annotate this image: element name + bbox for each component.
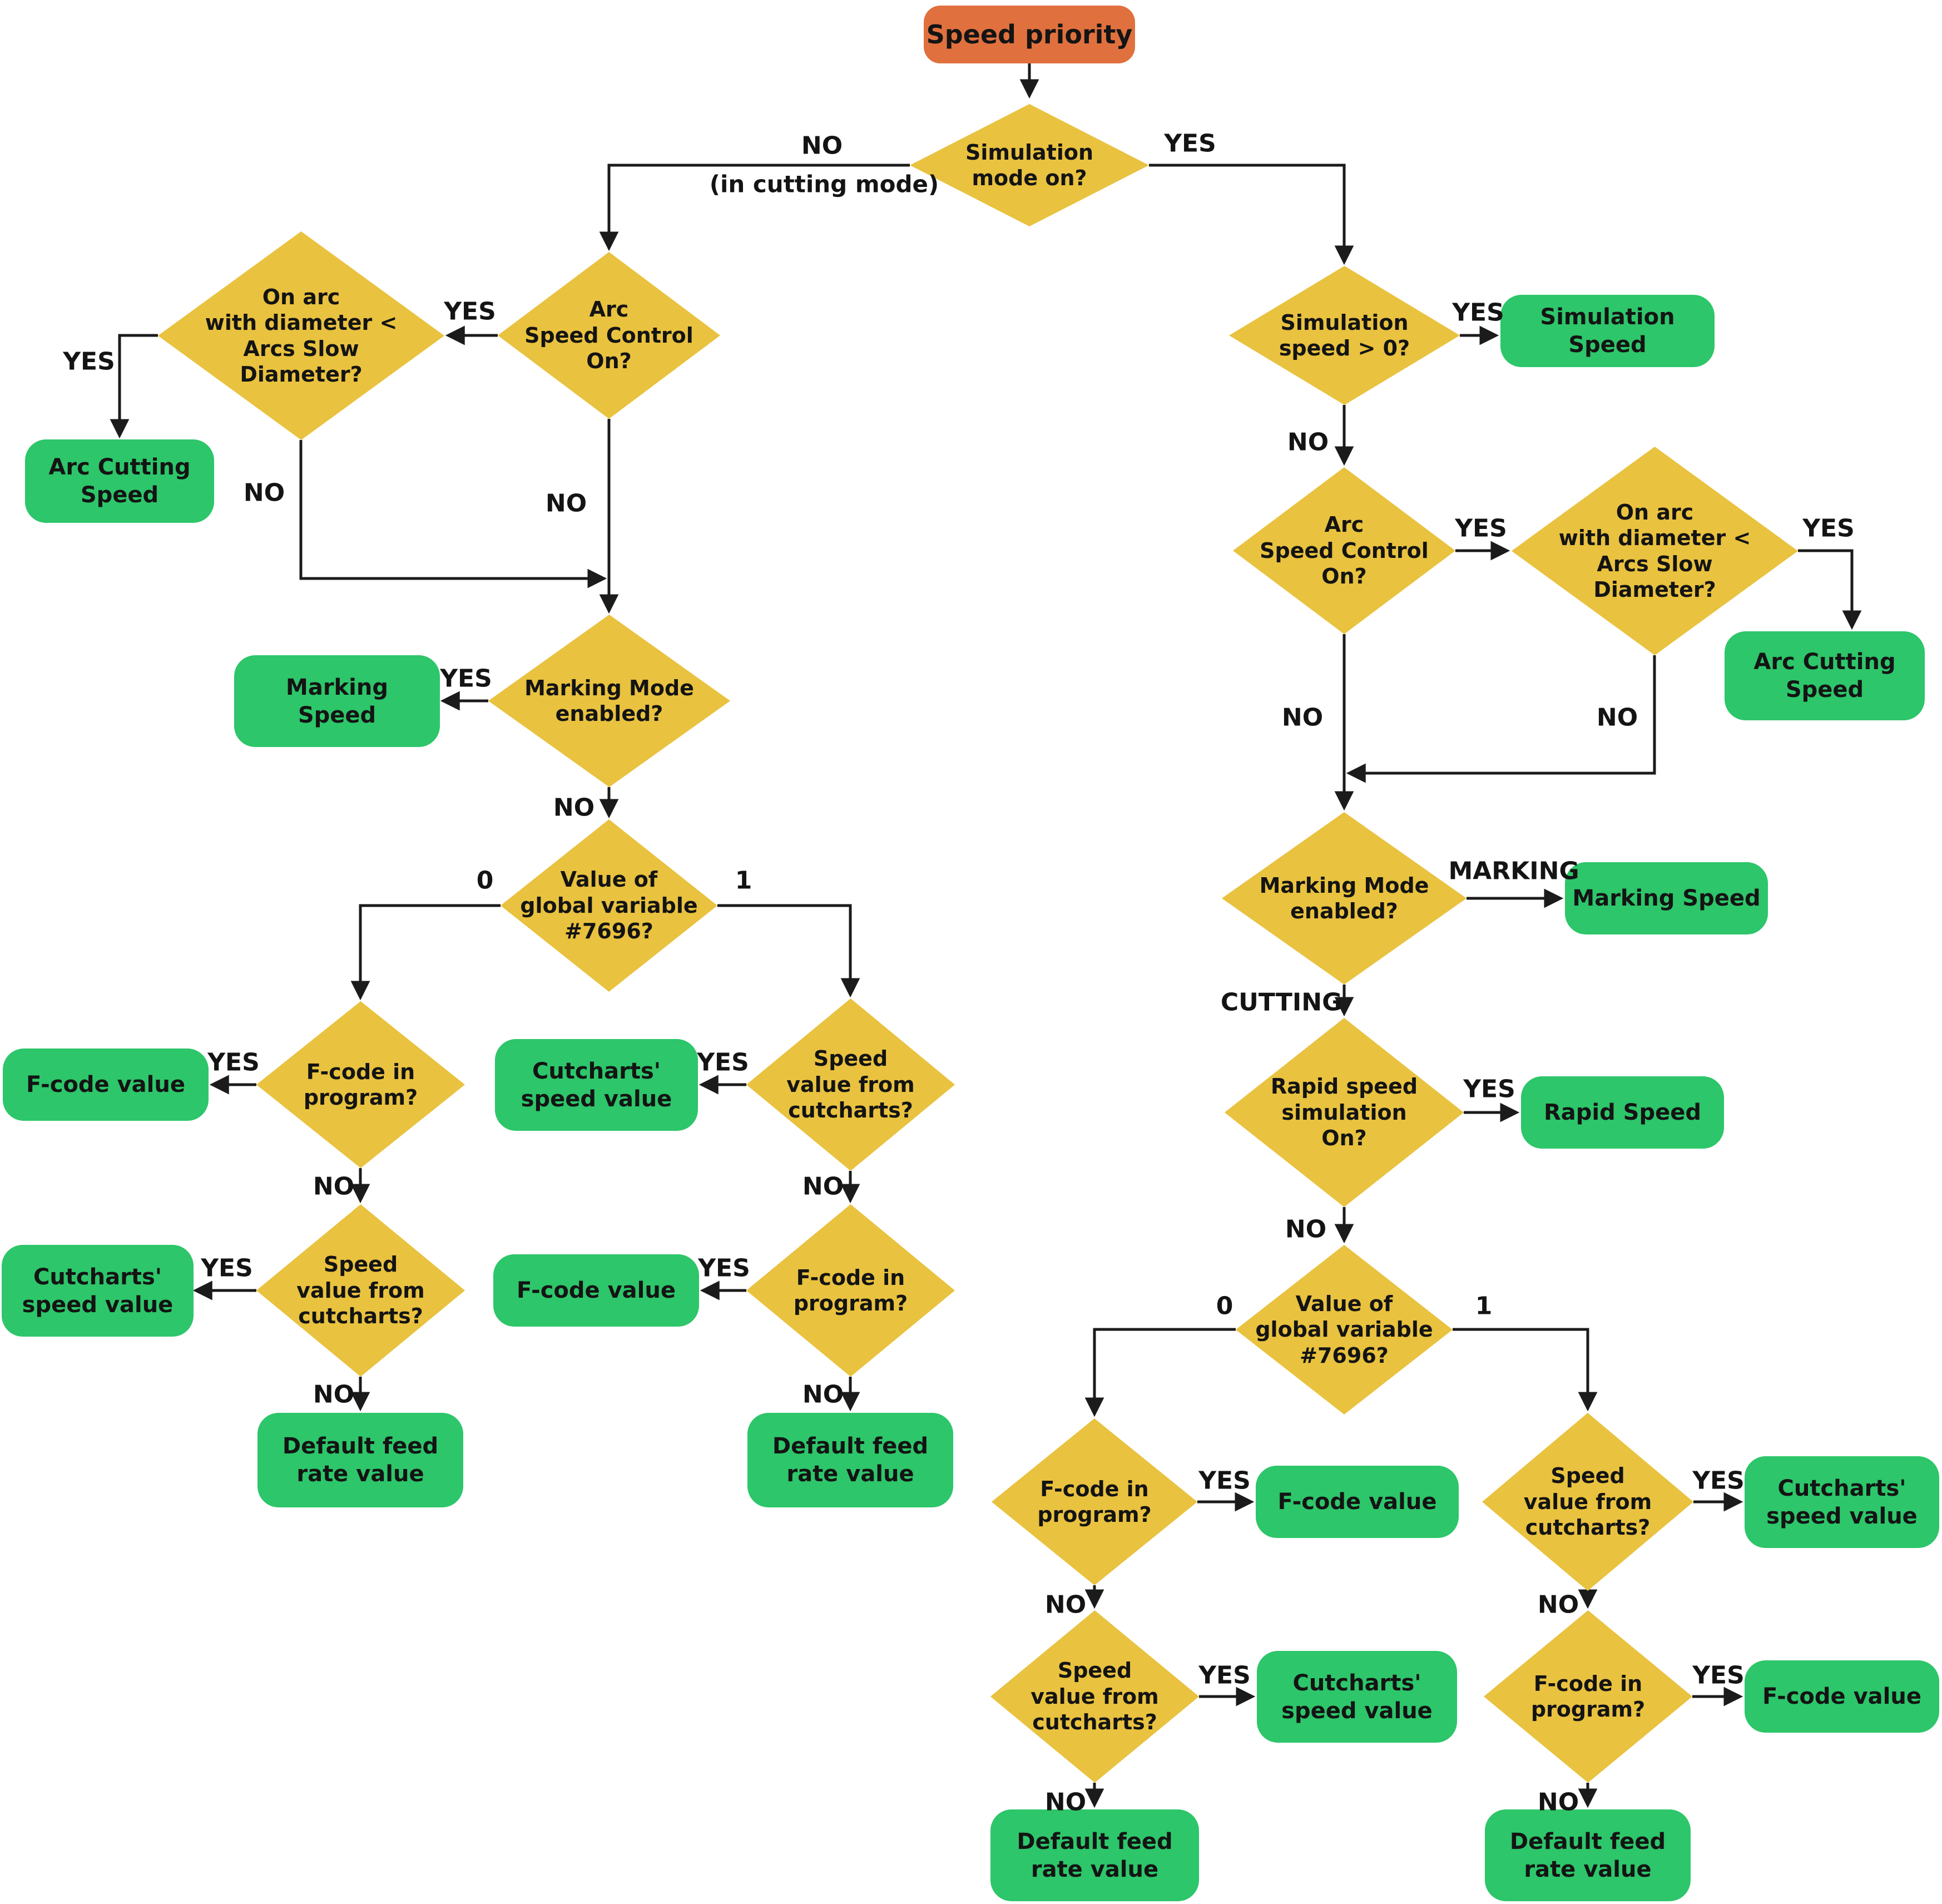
- edge-onarc-right-no-merge: [1346, 655, 1656, 783]
- result-rapid-speed: Rapid Speed: [1521, 1076, 1724, 1149]
- edge-label-no-sccl0: NO: [313, 1380, 355, 1409]
- edge-label-no-marking-left: NO: [553, 793, 595, 822]
- edge-label-yes-main: YES: [1164, 129, 1216, 158]
- edge-label-yes-arcsc-right: YES: [1455, 514, 1507, 543]
- edge-label-yes-simspeed: YES: [1452, 298, 1504, 327]
- result-default-feed-rate-r0: Default feed rate value: [990, 1809, 1199, 1901]
- edge-label-yes-onarc-left: YES: [63, 347, 115, 376]
- result-marking-speed-right: Marking Speed: [1565, 862, 1768, 934]
- start-label: Speed priority: [926, 19, 1133, 50]
- result-default-feed-rate-l0: Default feed rate value: [257, 1413, 463, 1507]
- edge-onarc-right-yes: [1798, 549, 1862, 630]
- edge-label-no-arcsc-right: NO: [1281, 703, 1324, 732]
- edge-label-no-fr1: NO: [1537, 1788, 1579, 1817]
- edge-onarc-left-yes: [110, 334, 158, 439]
- edge-label-marking: MARKING: [1448, 857, 1579, 886]
- edge-onarc-left-no-merge: [299, 440, 607, 588]
- edge-sim-no: [599, 164, 910, 251]
- edge-label-zero-right: 0: [1216, 1292, 1233, 1321]
- edge-valglob-left-0: [350, 904, 501, 1001]
- result-fcode-value-l0: F-code value: [3, 1049, 209, 1121]
- result-fcode-value-r0: F-code value: [1256, 1466, 1459, 1538]
- edge-label-no-main: NO: [801, 131, 843, 160]
- edge-label-one-left: 1: [735, 866, 752, 895]
- edge-sim-yes: [1149, 164, 1354, 265]
- edge-label-no-onarc-right: NO: [1596, 703, 1638, 732]
- edge-label-yes-sccr1: YES: [1692, 1466, 1745, 1495]
- edge-label-yes-arcsc-left: YES: [444, 297, 496, 326]
- result-arc-cutting-speed-right: Arc Cutting Speed: [1725, 631, 1925, 720]
- result-default-feed-rate-r1: Default feed rate value: [1485, 1809, 1691, 1901]
- start-speed-priority: Speed priority: [924, 6, 1135, 63]
- result-cutcharts-speed-value-r1: Cutcharts' speed value: [1745, 1456, 1939, 1548]
- edge-label-no-fl1: NO: [802, 1380, 844, 1409]
- edge-label-yes-fl1: YES: [698, 1254, 750, 1283]
- result-default-feed-rate-l1: Default feed rate value: [747, 1413, 953, 1507]
- edge-label-no-sccr1: NO: [1537, 1590, 1579, 1619]
- edge-label-no-onarc-left: NO: [243, 478, 285, 507]
- edge-valglob-right-1: [1453, 1328, 1598, 1412]
- result-fcode-value-r1: F-code value: [1745, 1660, 1939, 1733]
- edge-label-yes-sccr0: YES: [1198, 1661, 1251, 1690]
- edge-label-yes-rapid: YES: [1463, 1075, 1515, 1104]
- edge-label-yes-fr1: YES: [1692, 1661, 1745, 1690]
- edge-label-yes-fr0: YES: [1198, 1466, 1251, 1495]
- result-simulation-speed: Simulation Speed: [1500, 295, 1715, 367]
- result-arc-cutting-speed-left: Arc Cutting Speed: [25, 439, 214, 523]
- edge-valglob-right-0: [1084, 1328, 1236, 1417]
- edge-label-yes-sccl1: YES: [697, 1048, 749, 1077]
- edge-label-one-right: 1: [1475, 1292, 1493, 1321]
- edge-label-yes-onarc-right: YES: [1802, 514, 1855, 543]
- result-cutcharts-speed-value-r0: Cutcharts' speed value: [1257, 1651, 1457, 1743]
- edge-label-zero-left: 0: [476, 866, 494, 895]
- result-marking-speed-left: Marking Speed: [234, 655, 440, 747]
- edge-label-no-fr0: NO: [1044, 1590, 1087, 1619]
- edge-label-no-rapid: NO: [1285, 1215, 1327, 1244]
- edge-label-no-simspeed: NO: [1287, 428, 1329, 457]
- edge-valglob-left-1: [717, 904, 860, 998]
- edge-label-no-arcsc-left: NO: [545, 489, 587, 518]
- edge-label-cutting: CUTTING: [1220, 988, 1342, 1017]
- result-cutcharts-speed-value-l1: Cutcharts' speed value: [495, 1039, 698, 1131]
- edge-label-no-fl0: NO: [313, 1172, 355, 1201]
- edge-label-no-sccr0: NO: [1044, 1788, 1087, 1817]
- edge-label-no-sccl1: NO: [802, 1172, 844, 1201]
- edge-label-yes-marking-left: YES: [440, 664, 492, 693]
- result-fcode-value-l1: F-code value: [493, 1254, 699, 1327]
- edge-label-yes-fl0: YES: [207, 1048, 260, 1077]
- edge-label-in-cutting-mode: (in cutting mode): [709, 170, 939, 198]
- edge-label-yes-sccl0: YES: [201, 1254, 253, 1283]
- result-cutcharts-speed-value-l0: Cutcharts' speed value: [2, 1245, 194, 1337]
